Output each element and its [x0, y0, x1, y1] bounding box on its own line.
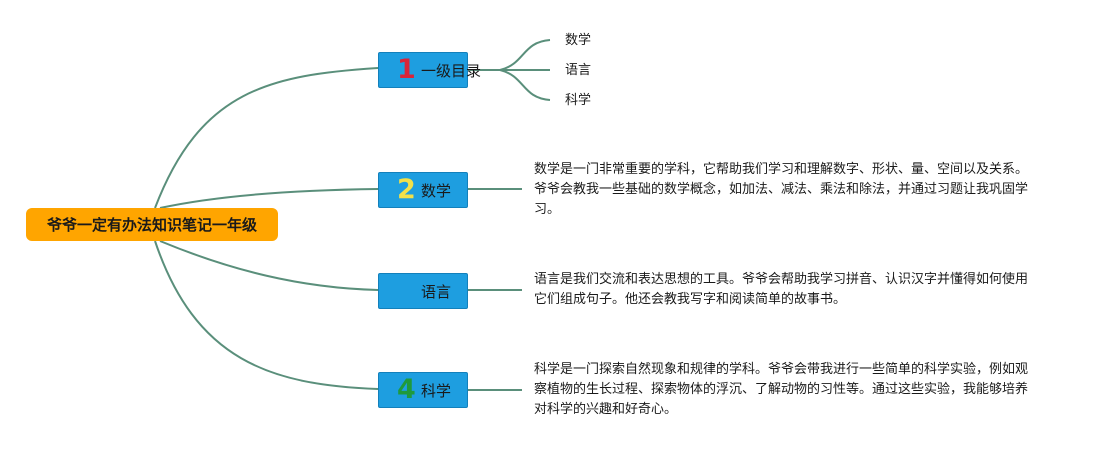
connector-root-to-branch-2: [159, 188, 379, 209]
branch-2-label: 数学: [421, 182, 452, 200]
branch-2-number: 2: [397, 174, 416, 205]
branch-1-label: 一级目录: [421, 62, 482, 80]
branch-4-label: 科学: [421, 382, 452, 400]
connector-root-to-branch-4: [154, 240, 379, 390]
subtopic-language[interactable]: 语言: [565, 63, 591, 79]
subtopic-science-label: 科学: [565, 93, 592, 108]
note-language-text: 语言是我们交流和表达思想的工具。爷爷会帮助我学习拼音、认识汉字并懂得如何使用它们…: [534, 272, 1029, 307]
note-science: 科学是一门探索自然现象和规律的学科。爷爷会带我进行一些简单的科学实验，例如观察植…: [534, 360, 1034, 420]
branch-topic-3[interactable]: 语言: [378, 273, 468, 309]
subtopic-math[interactable]: 数学: [565, 33, 591, 49]
subtopic-science[interactable]: 科学: [565, 93, 591, 109]
branch-topic-1[interactable]: 1 一级目录: [378, 52, 481, 88]
branch-topic-4[interactable]: 4 科学: [378, 372, 468, 408]
subtopic-math-label: 数学: [565, 33, 592, 48]
connector-root-to-branch-1: [154, 67, 379, 209]
branch-1-number: 1: [397, 54, 416, 85]
note-math: 数学是一门非常重要的学科，它帮助我们学习和理解数字、形状、量、空间以及关系。爷爷…: [534, 160, 1034, 220]
root-topic-label: 爷爷一定有办法知识笔记一年级: [46, 216, 257, 234]
connector-root-to-branch-3: [159, 240, 379, 291]
note-math-text: 数学是一门非常重要的学科，它帮助我们学习和理解数字、形状、量、空间以及关系。爷爷…: [534, 162, 1029, 217]
branch-topic-2[interactable]: 2 数学: [378, 172, 468, 208]
subtopic-language-label: 语言: [565, 63, 592, 78]
note-science-text: 科学是一门探索自然现象和规律的学科。爷爷会带我进行一些简单的科学实验，例如观察植…: [534, 362, 1029, 417]
branch-3-label: 语言: [421, 283, 452, 301]
branch-4-number: 4: [397, 374, 416, 405]
connector-branch-1-to-sub-1: [499, 39, 551, 71]
connector-branch-1-to-sub-3: [499, 69, 551, 101]
note-language: 语言是我们交流和表达思想的工具。爷爷会帮助我学习拼音、认识汉字并懂得如何使用它们…: [534, 270, 1034, 310]
root-topic[interactable]: 爷爷一定有办法知识笔记一年级: [26, 208, 278, 241]
